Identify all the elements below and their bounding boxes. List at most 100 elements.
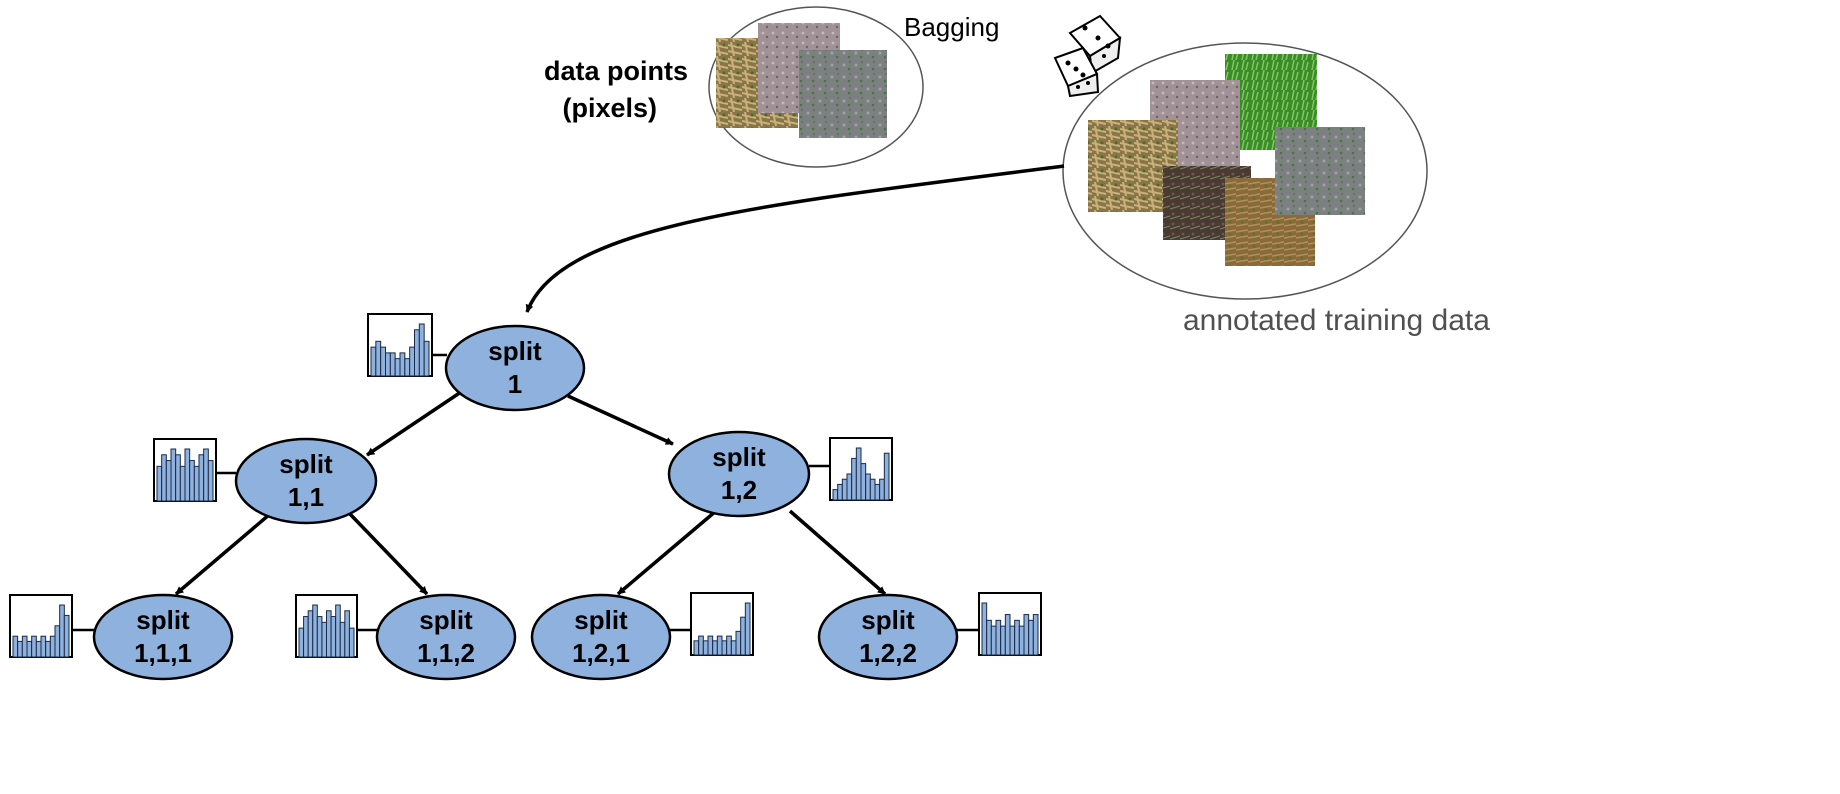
edge-1-to-1-2 bbox=[567, 394, 674, 446]
node-label: split bbox=[712, 442, 766, 472]
histogram-icon bbox=[9, 594, 73, 658]
histogram-bar bbox=[389, 352, 396, 377]
histogram-bar bbox=[31, 635, 37, 658]
bagging-arrow bbox=[525, 164, 1065, 313]
node-split-1-1-1: split 1,1,1 bbox=[92, 593, 234, 681]
histogram-bar bbox=[170, 448, 177, 502]
histogram-bar bbox=[316, 616, 323, 658]
histogram-bar bbox=[298, 627, 305, 658]
histogram-bar bbox=[35, 640, 42, 658]
histogram-bar bbox=[874, 483, 881, 501]
histogram-bar bbox=[1032, 614, 1039, 656]
node-label: 1,2 bbox=[721, 475, 757, 505]
soil-texture-icon bbox=[1275, 127, 1365, 215]
node-split-1-1-2: split 1,1,2 bbox=[375, 593, 517, 681]
histogram-bar bbox=[865, 473, 871, 501]
histogram-bar bbox=[1018, 625, 1025, 656]
histogram-bar bbox=[207, 460, 214, 502]
histogram-bar bbox=[726, 635, 732, 656]
histogram-bar bbox=[716, 635, 723, 656]
histogram-bar bbox=[59, 604, 65, 658]
training-data-ellipse bbox=[1062, 42, 1428, 300]
histogram-bar bbox=[414, 329, 420, 377]
data-points-label-line1: data points bbox=[544, 56, 688, 86]
histogram-bar bbox=[855, 447, 862, 501]
histogram-bar bbox=[1023, 614, 1030, 656]
histogram-bar bbox=[837, 483, 843, 501]
histogram-bar bbox=[54, 625, 61, 658]
histogram-bar bbox=[735, 630, 742, 656]
edge-1-1-to-1-1-2 bbox=[348, 512, 429, 596]
node-label: split bbox=[574, 605, 628, 635]
node-label: split bbox=[861, 605, 915, 635]
histogram-bar bbox=[423, 340, 430, 377]
histogram-bar bbox=[851, 457, 857, 501]
dice-icon bbox=[1053, 14, 1122, 98]
histogram-bar bbox=[49, 635, 56, 658]
histogram-bar bbox=[40, 635, 47, 658]
histogram-bar bbox=[707, 635, 714, 656]
node-split-1-2-2: split 1,2,2 bbox=[817, 593, 959, 681]
histogram-bar bbox=[321, 621, 327, 658]
histogram-bar bbox=[1004, 614, 1011, 656]
histogram-bar bbox=[981, 602, 988, 656]
histogram-bar bbox=[330, 616, 337, 658]
histogram-bar bbox=[165, 460, 172, 502]
histogram-bar bbox=[740, 616, 746, 656]
histogram-bar bbox=[45, 640, 51, 658]
node-split-1-1: split 1,1 bbox=[234, 437, 378, 525]
node-label: split bbox=[279, 449, 333, 479]
histogram-bar bbox=[841, 478, 848, 501]
histogram-bar bbox=[335, 604, 341, 658]
node-label: 1,1 bbox=[288, 482, 324, 512]
histogram-bar bbox=[1028, 619, 1034, 656]
histogram-bar bbox=[203, 448, 209, 502]
data-points-label-line2: (pixels) bbox=[562, 93, 657, 123]
node-label: 1,2,2 bbox=[859, 638, 917, 668]
data-points-ellipse bbox=[708, 6, 924, 168]
histogram-bar bbox=[832, 489, 839, 501]
histogram-bar bbox=[883, 452, 890, 501]
histogram-bar bbox=[193, 465, 200, 502]
histogram-bar bbox=[339, 621, 346, 658]
histogram-icon bbox=[367, 313, 433, 377]
histogram-bar bbox=[404, 358, 411, 377]
histogram-bar bbox=[303, 616, 309, 658]
histogram-bar bbox=[312, 604, 318, 658]
data-points-label: data points (pixels) bbox=[544, 56, 688, 123]
node-label: 1,1,2 bbox=[417, 638, 475, 668]
histogram-bar bbox=[399, 352, 406, 377]
histogram-bar bbox=[370, 346, 377, 377]
histogram-icon bbox=[295, 594, 358, 658]
histogram-icon bbox=[153, 438, 217, 502]
histogram-bar bbox=[698, 635, 704, 656]
histogram-bar bbox=[175, 454, 181, 502]
histogram-bar bbox=[1014, 619, 1020, 656]
training-data-label: annotated training data bbox=[1183, 304, 1490, 337]
histogram-bar bbox=[730, 640, 737, 656]
histogram-bar bbox=[12, 635, 19, 658]
histogram-bar bbox=[348, 627, 355, 658]
node-split-1-2: split 1,2 bbox=[667, 430, 811, 518]
histogram-bar bbox=[986, 619, 992, 656]
histogram-bar bbox=[702, 640, 709, 656]
histogram-bar bbox=[179, 465, 186, 502]
histogram-bar bbox=[712, 640, 718, 656]
histogram-bar bbox=[693, 640, 700, 656]
histogram-icon bbox=[978, 592, 1042, 656]
histogram-bar bbox=[869, 478, 876, 501]
node-label: 1 bbox=[508, 369, 522, 399]
histogram-bar bbox=[307, 610, 314, 658]
histogram-bar bbox=[344, 610, 350, 658]
node-label: 1,1,1 bbox=[134, 638, 192, 668]
edge-1-2-to-1-2-1 bbox=[616, 509, 718, 596]
histogram-icon bbox=[829, 437, 893, 501]
node-split-1-2-1: split 1,2,1 bbox=[530, 593, 672, 681]
histogram-bar bbox=[156, 465, 163, 502]
node-label: 1,2,1 bbox=[572, 638, 630, 668]
histogram-bar bbox=[17, 640, 23, 658]
soil-texture-icon bbox=[799, 50, 887, 138]
histogram-bar bbox=[184, 448, 191, 502]
edge-1-1-to-1-1-1 bbox=[174, 512, 272, 596]
